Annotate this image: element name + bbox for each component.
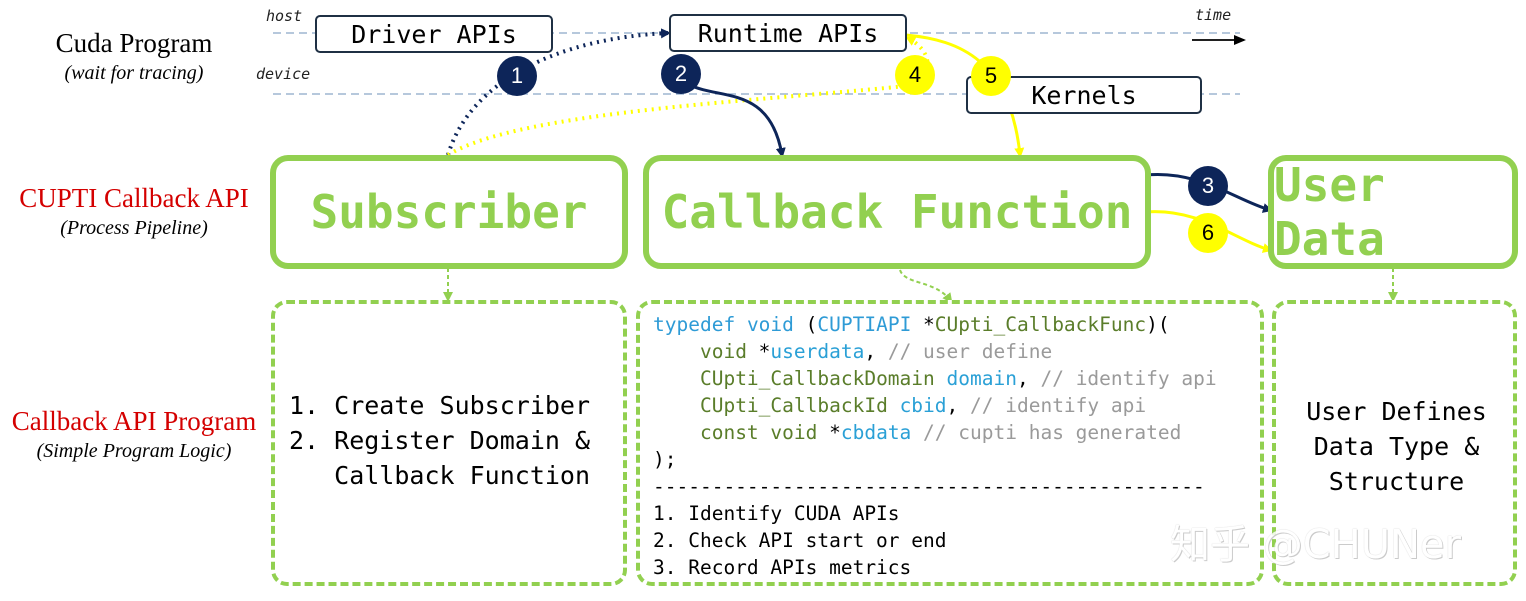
code-comment: // identify api [970, 394, 1147, 417]
list-item: Callback Function [289, 461, 591, 490]
subscriber-box: Subscriber [270, 155, 628, 269]
code-token: const void [699, 421, 818, 444]
code-token: CUpti_CallbackFunc [934, 313, 1147, 336]
row-callback-api-program: Callback API Program (Simple Program Log… [0, 406, 268, 463]
code-token: ( [793, 313, 818, 336]
step-badge-5: 5 [971, 56, 1011, 96]
watermark: 知乎 @CHUNer [1170, 522, 1461, 568]
row-title: CUPTI Callback API [19, 183, 249, 213]
code-token: void [746, 313, 794, 336]
user-data-description: User Defines Data Type & Structure [1276, 394, 1517, 499]
host-label: host [266, 7, 303, 25]
list-item: 2. Check API start or end [653, 529, 947, 552]
user-data-box: User Data [1268, 155, 1518, 269]
step-badge-4: 4 [895, 55, 935, 95]
list-item: 1. Create Subscriber [289, 391, 591, 420]
list-item: 1. Identify CUDA APIs [653, 502, 900, 525]
text-line: Data Type & [1313, 432, 1480, 461]
text-line: User Defines [1306, 397, 1487, 426]
device-label: device [256, 65, 311, 83]
code-token: ); [653, 448, 677, 471]
time-label: time [1195, 6, 1232, 24]
code-token: CUpti_CallbackId [699, 394, 888, 417]
step-badge-2: 2 [661, 54, 701, 94]
text-line: Structure [1328, 467, 1465, 496]
code-token: CUPTIAPI [817, 313, 912, 336]
list-item: 3. Record APIs metrics [653, 556, 912, 579]
step-badge-3: 3 [1188, 166, 1228, 206]
code-token: CUpti_CallbackDomain [699, 367, 935, 390]
code-token: * [817, 421, 841, 444]
connector-callback-down [899, 269, 953, 304]
code-token: )( [1146, 313, 1170, 336]
code-token: , [864, 340, 888, 363]
code-separator: ----------------------------------------… [653, 475, 1205, 498]
code-token: * [911, 313, 935, 336]
row-subtitle: (wait for tracing) [64, 62, 204, 84]
code-token: domain [946, 367, 1017, 390]
row-title: Callback API Program [11, 406, 257, 436]
code-token: cbdata [840, 421, 912, 444]
row-subtitle: (Simple Program Logic) [36, 440, 232, 462]
row-cupti-callback-api: CUPTI Callback API (Process Pipeline) [0, 183, 268, 240]
step-badge-1: 1 [497, 56, 537, 96]
subscriber-steps: 1. Create Subscriber 2. Register Domain … [289, 388, 590, 493]
code-comment: // identify api [1040, 367, 1217, 390]
code-signature: typedef void (CUPTIAPI *CUpti_CallbackFu… [653, 311, 1217, 581]
code-comment: // cupti has generated [911, 421, 1182, 444]
code-token: , [1016, 367, 1041, 390]
code-token: typedef [653, 313, 736, 336]
code-token: void [699, 340, 747, 363]
row-title: Cuda Program [55, 28, 213, 58]
code-token: cbid [899, 394, 947, 417]
row-subtitle: (Process Pipeline) [60, 217, 208, 239]
arrow-4-yellow-dotted [446, 83, 916, 157]
arrow-2-runtime-callback [689, 83, 786, 158]
code-token: * [746, 340, 771, 363]
runtime-apis-box: Runtime APIs [669, 14, 907, 52]
list-item: 2. Register Domain & [289, 426, 591, 455]
code-token: userdata [770, 340, 865, 363]
driver-apis-box: Driver APIs [315, 15, 553, 53]
callback-program-box: typedef void (CUPTIAPI *CUpti_CallbackFu… [636, 300, 1264, 586]
code-token: , [946, 394, 971, 417]
user-data-program-box: User Defines Data Type & Structure [1272, 300, 1517, 586]
code-comment: // user define [887, 340, 1053, 363]
subscriber-program-box: 1. Create Subscriber 2. Register Domain … [271, 300, 627, 586]
step-badge-6: 6 [1188, 213, 1228, 253]
kernels-box: Kernels [966, 76, 1202, 114]
row-cuda-program: Cuda Program (wait for tracing) [0, 28, 268, 85]
callback-function-box: Callback Function [643, 155, 1151, 269]
